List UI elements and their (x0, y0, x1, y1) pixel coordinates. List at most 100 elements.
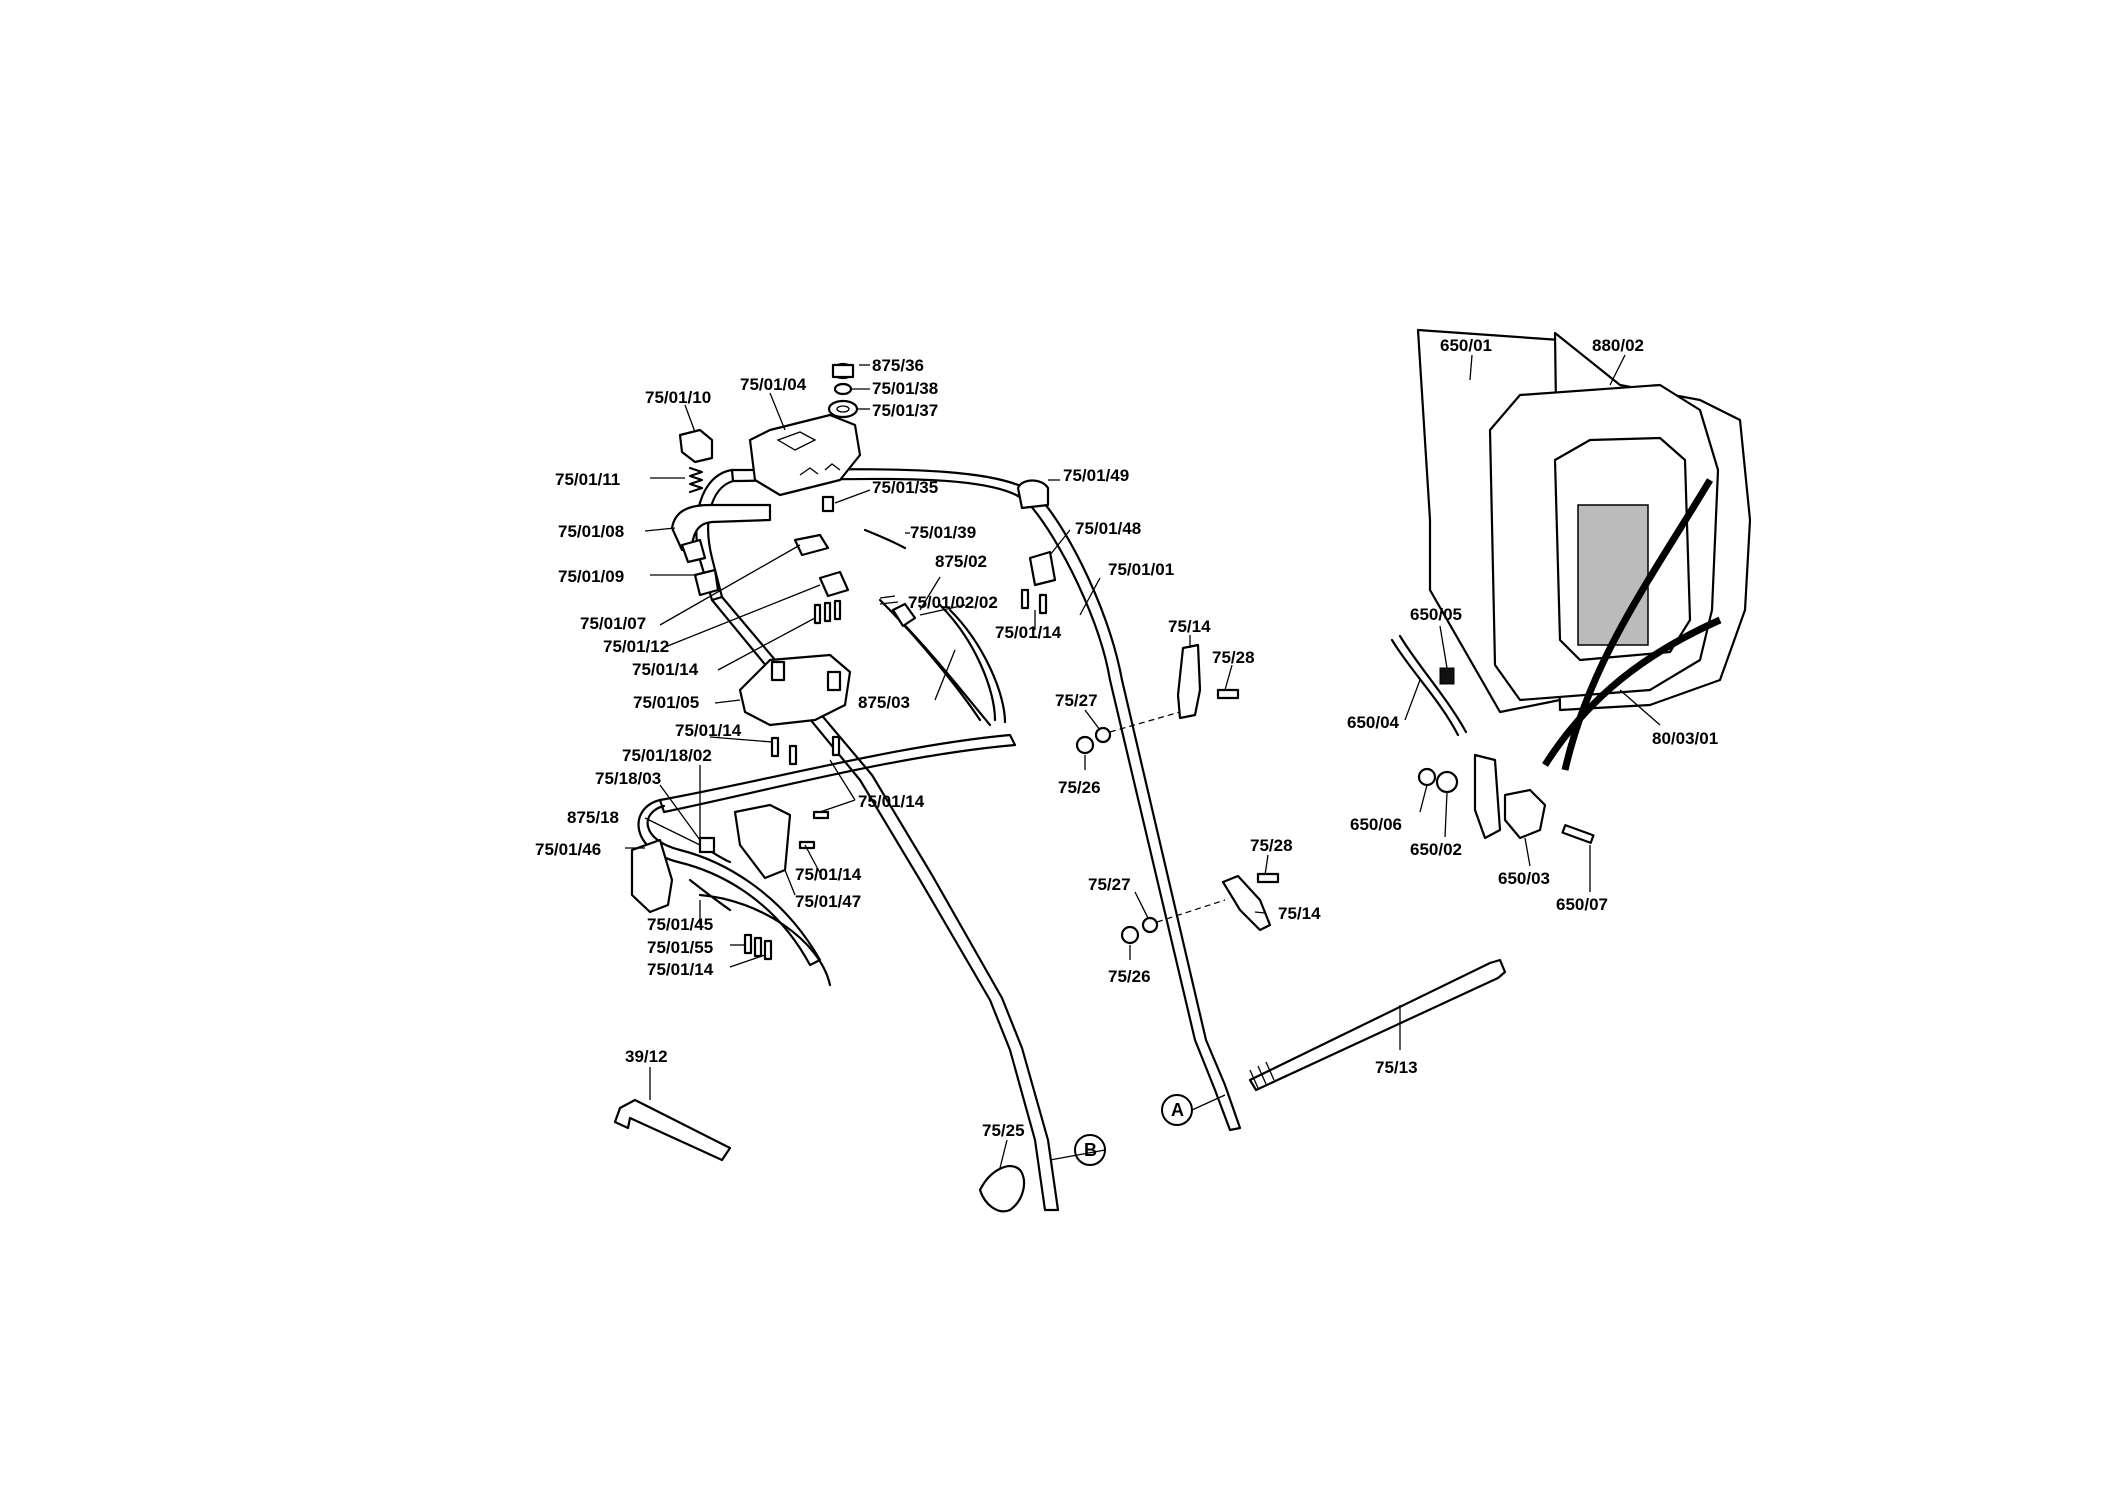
screw-75-28-upper (1216, 688, 1240, 700)
label-75-01-14-f: 75/01/14 (647, 960, 714, 979)
label-875-03: 875/03 (858, 693, 910, 712)
screw-75-01-55-c (763, 939, 773, 961)
housing-boss-right (826, 670, 842, 692)
screw-75-01-35 (821, 495, 835, 513)
washer-75-27-upper (1094, 726, 1112, 744)
label-75-14-b: 75/14 (1278, 904, 1321, 923)
bracket-75-01-47 (733, 803, 792, 880)
label-75-01-01: 75/01/01 (1108, 560, 1174, 579)
label-75-01-11: 75/01/11 (555, 470, 620, 489)
rod-75-13-thread (1249, 1061, 1275, 1089)
grass-bag-window (1577, 504, 1649, 646)
label-75-01-39: 75/01/39 (910, 523, 976, 542)
handle-cap-75-25 (978, 1164, 1026, 1213)
screw-75-01-55-a (743, 933, 753, 955)
label-75-01-08: 75/01/08 (558, 522, 624, 541)
label-75-01-07: 75/01/07 (580, 614, 646, 633)
label-650-03: 650/03 (1498, 869, 1550, 888)
label-875-18: 875/18 (567, 808, 619, 827)
label-650-04: 650/04 (1347, 713, 1400, 732)
screw-group-upper (813, 599, 842, 625)
label-75-18-03: 75/18/03 (595, 769, 661, 788)
screw-horiz-1 (812, 810, 830, 820)
label-80-03-01: 80/03/01 (1652, 729, 1718, 748)
screw-below-housing-2 (788, 744, 798, 766)
marker-b-leader (1049, 1149, 1106, 1161)
label-75-01-38: 75/01/38 (872, 379, 938, 398)
cap-75-01-49 (1016, 479, 1050, 510)
label-75-28-a: 75/28 (1212, 648, 1255, 667)
cable-clamp-875-02 (891, 602, 917, 628)
label-75-27-a: 75/27 (1055, 691, 1098, 710)
label-75-01-35: 75/01/35 (872, 478, 938, 497)
label-75-01-04: 75/01/04 (740, 375, 807, 394)
spacer-650-02 (1435, 770, 1459, 794)
label-75-01-47: 75/01/47 (795, 892, 861, 911)
label-75-01-14-d: 75/01/14 (858, 792, 925, 811)
control-cover-slot (776, 431, 817, 451)
control-cover-detail (799, 463, 841, 476)
dash-lower (1156, 899, 1226, 923)
label-75-01-14-b: 75/01/14 (632, 660, 699, 679)
marker-a-letter: A (1171, 1100, 1184, 1120)
label-75-01-48: 75/01/48 (1075, 519, 1141, 538)
bracket-650-03 (1503, 788, 1547, 840)
label-880-02: 880/02 (1592, 336, 1644, 355)
screw-75-28-lower (1256, 872, 1280, 884)
screw-75-01-55-b (753, 936, 763, 958)
part-75-01-12 (818, 570, 850, 598)
label-75-01-14-a: 75/01/14 (995, 623, 1062, 642)
label-75-01-10: 75/01/10 (645, 388, 711, 407)
label-75-01-37: 75/01/37 (872, 401, 938, 420)
bracket-75-01-48 (1028, 550, 1057, 587)
label-75-25: 75/25 (982, 1121, 1025, 1140)
label-75-28-b: 75/28 (1250, 836, 1293, 855)
screw-below-housing-1 (770, 736, 780, 758)
label-75-14-a: 75/14 (1168, 617, 1211, 636)
knob-875-36-body (831, 363, 855, 379)
bracket-75-14-lower (1221, 874, 1272, 932)
screw-below-housing-3 (831, 735, 841, 757)
label-75-01-12: 75/01/12 (603, 637, 669, 656)
label-75-26-b: 75/26 (1108, 967, 1151, 986)
label-75-01-14-e: 75/01/14 (795, 865, 862, 884)
right-handle-tube (730, 468, 1242, 1132)
housing-boss-left (770, 660, 786, 682)
left-handle-tube (710, 595, 1060, 1212)
part-75-01-07 (793, 533, 830, 557)
label-75-01-05: 75/01/05 (633, 693, 699, 712)
label-650-07: 650/07 (1556, 895, 1608, 914)
block-650-05 (1439, 667, 1455, 685)
clip-75-01-39 (863, 528, 907, 550)
screw-horiz-2 (798, 840, 816, 850)
label-650-06: 650/06 (1350, 815, 1402, 834)
rod-75-13 (1248, 958, 1507, 1092)
hinge-plate (1473, 753, 1502, 840)
label-39-12: 39/12 (625, 1047, 668, 1066)
nut-75-26-upper (1075, 735, 1095, 755)
clip-75-01-10 (678, 428, 714, 464)
label-75-01-46: 75/01/46 (535, 840, 601, 859)
label-75-01-02-02: 75/01/02/02 (908, 593, 998, 612)
label-650-02: 650/02 (1410, 840, 1462, 859)
bag-strap-80-03-01 (1542, 478, 1722, 771)
label-75-01-14-c: 75/01/14 (675, 721, 742, 740)
cover-75-01-46 (630, 838, 674, 914)
screw-75-01-14-r1 (1020, 588, 1030, 610)
bag-frame-edge (1417, 329, 1431, 521)
lever-75-01-08 (670, 503, 772, 552)
label-75-27-b: 75/27 (1088, 875, 1131, 894)
connector-75-18-03 (698, 836, 716, 854)
washer-75-01-37 (827, 399, 859, 419)
cable-tube-b (938, 603, 1007, 724)
washer-75-01-38 (833, 382, 853, 396)
label-75-01-18-02: 75/01/18/02 (622, 746, 712, 765)
washer-75-27-lower (1141, 916, 1159, 934)
leader-lines (625, 354, 1661, 1169)
label-75-01-09: 75/01/09 (558, 567, 624, 586)
pivot-75-01-09 (680, 538, 707, 564)
label-650-05: 650/05 (1410, 605, 1462, 624)
bracket-75-14-upper (1176, 643, 1202, 720)
label-875-36: 875/36 (872, 356, 924, 375)
